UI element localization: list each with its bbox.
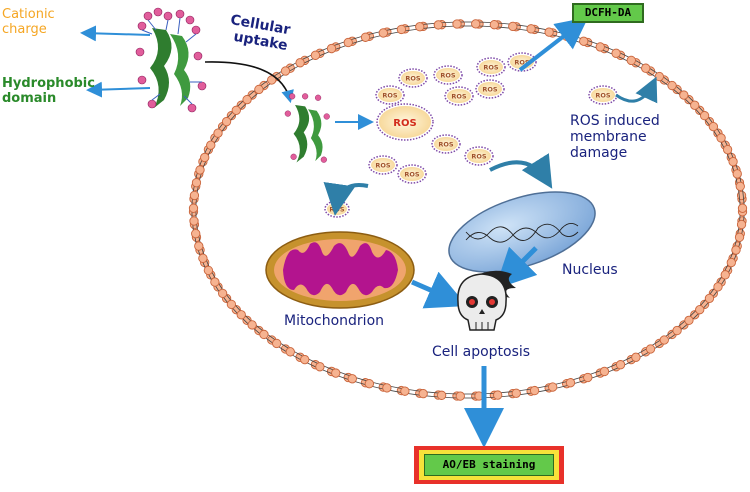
label-hydrophobic-domain: Hydrophobic domain: [2, 76, 95, 107]
uptake-arrow: [204, 61, 294, 104]
ros-label: ROS: [451, 93, 467, 101]
ros-particle-icon: ROS: [375, 85, 405, 105]
ros-particle-icon: ROS: [464, 146, 494, 166]
label-ros-damage-line1: ROS induced: [570, 113, 660, 129]
ros-particle-icon: ROS: [475, 79, 505, 99]
ros-particle-icon: ROS: [376, 103, 434, 141]
arrow-to-cationic: [80, 25, 151, 42]
ros-label: ROS: [405, 75, 421, 83]
label-cationic-line2: charge: [2, 21, 47, 37]
ros-label: ROS: [404, 171, 420, 179]
aoeb-box-border: AO/EB staining: [419, 450, 559, 480]
arrow-to-hydrophobic: [86, 81, 151, 98]
arrow-membrane-damage: [615, 76, 658, 104]
ros-label: ROS: [514, 59, 530, 67]
aoeb-staining-box: AO/EB staining: [414, 446, 564, 484]
label-hydrophobic-line1: Hydrophobic: [2, 76, 95, 91]
skull-icon: [457, 270, 516, 331]
arrow-to-dcfh: [518, 17, 589, 72]
lipid-unit: [610, 47, 642, 69]
label-hydrophobic-line2: domain: [2, 90, 57, 106]
ros-label: ROS: [595, 92, 611, 100]
ros-particle-icon: ROS: [476, 57, 506, 77]
ros-label: ROS: [438, 141, 454, 149]
label-ros-damage-line2: membrane: [570, 129, 647, 146]
arrow-mito-to-apoptosis: [411, 271, 468, 309]
ros-particle-icon: ROS: [368, 155, 398, 175]
dna-helix-icon: [465, 223, 579, 243]
arrow-ros-to-mito: [323, 181, 369, 216]
lipid-unit: [639, 61, 671, 87]
lipid-unit: [279, 342, 311, 366]
ros-label: ROS: [382, 92, 398, 100]
mitochondrion-icon: [265, 231, 415, 309]
label-ros-damage-line3: damage: [570, 145, 628, 162]
label-cell-apoptosis: Cell apoptosis: [432, 344, 531, 360]
ros-particle-icon: ROS: [398, 68, 428, 88]
ros-particle-icon: ROS: [433, 65, 463, 85]
label-nucleus: Nucleus: [562, 262, 618, 278]
lipid-unit: [639, 333, 671, 359]
peptide-cluster-icon: [284, 93, 330, 163]
peptide-cluster-icon: [135, 7, 207, 113]
ros-particle-icon: ROS: [431, 134, 461, 154]
ros-label: ROS: [440, 72, 456, 80]
ros-particle-icon: ROS: [444, 86, 474, 106]
arrow-ros-to-nucleus: [489, 153, 553, 189]
label-ros-membrane-damage: ROS induced membrane damage: [570, 113, 660, 161]
label-mitochondrion: Mitochondrion: [284, 313, 385, 329]
lipid-unit: [577, 365, 611, 385]
aoeb-box-label: AO/EB staining: [424, 454, 554, 476]
ros-label: ROS: [483, 64, 499, 72]
ros-label: ROS: [375, 162, 391, 170]
lipid-unit: [625, 54, 657, 78]
ros-label: ROS: [471, 153, 487, 161]
lipid-unit: [265, 333, 297, 359]
dcfh-da-box: DCFH-DA: [572, 3, 644, 23]
lipid-unit: [294, 351, 326, 373]
ros-label: ROS: [482, 86, 498, 94]
lipid-unit: [342, 30, 376, 49]
lipid-unit: [560, 371, 594, 390]
ros-particle-icon: ROS: [588, 85, 618, 105]
label-cationic-line1: Cationic: [2, 7, 55, 22]
lipid-unit: [325, 35, 359, 55]
ros-particle-icon: ROS: [397, 164, 427, 184]
ros-label: ROS: [393, 118, 416, 129]
label-cationic-charge: Cationic charge: [2, 7, 55, 38]
